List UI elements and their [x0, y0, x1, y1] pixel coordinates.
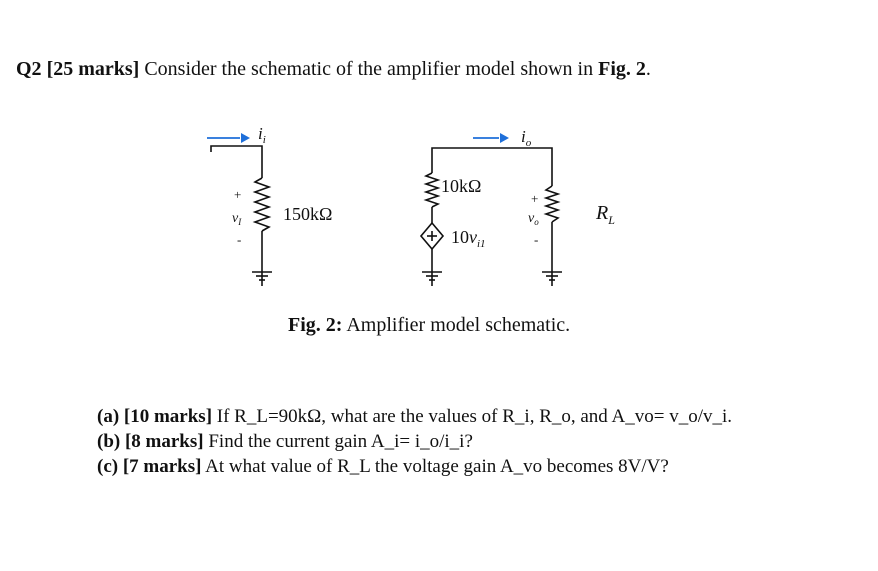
- question-end: .: [645, 58, 651, 80]
- input-plus-sign: +: [234, 187, 241, 202]
- dependent-source-icon: [419, 221, 445, 251]
- question-parts: (a) [10 marks] If R_L=90kΩ, what are the…: [97, 404, 732, 479]
- output-voltage-label: vo: [528, 211, 539, 227]
- figure-caption: Fig. 2: Amplifier model schematic.: [288, 314, 570, 337]
- output-current-label: io: [521, 127, 532, 149]
- part-a: (a) [10 marks] If R_L=90kΩ, what are the…: [97, 404, 732, 429]
- input-voltage-label: vI: [232, 211, 242, 227]
- input-resistor-label: 150kΩ: [283, 204, 332, 224]
- part-c-label: (c) [7 marks]: [97, 456, 202, 477]
- output-current-arrow: [473, 133, 509, 143]
- load-ground-icon: [542, 271, 562, 286]
- output-minus-sign: -: [534, 232, 538, 247]
- question-header: Q2 [25 marks] Consider the schematic of …: [16, 58, 651, 81]
- output-resistor-label: 10kΩ: [441, 176, 481, 196]
- output-resistor-10k: [423, 172, 441, 208]
- input-wire: [210, 145, 263, 178]
- question-number: Q2: [16, 58, 42, 80]
- output-top-wire: [431, 147, 553, 186]
- part-a-text: If R_L=90kΩ, what are the values of R_i,…: [216, 406, 733, 427]
- output-plus-sign: +: [531, 191, 538, 206]
- figure-label: Fig. 2:: [288, 314, 343, 336]
- part-b: (b) [8 marks] Find the current gain A_i=…: [97, 429, 732, 454]
- question-text: Consider the schematic of the amplifier …: [144, 58, 594, 80]
- part-a-label: (a) [10 marks]: [97, 406, 213, 427]
- part-b-text: Find the current gain A_i= i_o/i_i?: [208, 431, 473, 452]
- dependent-source-label: 10vi1: [451, 227, 486, 250]
- load-resistor: [543, 185, 561, 223]
- input-current-label: ii: [258, 124, 266, 146]
- output-ground-icon: [422, 271, 442, 286]
- input-current-arrow: [207, 133, 250, 143]
- part-b-label: (b) [8 marks]: [97, 431, 204, 452]
- question-marks: [25 marks]: [46, 58, 140, 80]
- figure-caption-text: Amplifier model schematic.: [346, 314, 571, 336]
- load-resistor-label: RL: [595, 202, 615, 227]
- figure-reference: Fig. 2: [598, 58, 646, 80]
- input-resistor-150k: [252, 177, 272, 232]
- part-c: (c) [7 marks] At what value of R_L the v…: [97, 454, 732, 479]
- part-c-text: At what value of R_L the voltage gain A_…: [205, 456, 669, 477]
- amplifier-schematic: ii + vI - 150kΩ io 10kΩ 10vi1: [207, 124, 615, 286]
- input-ground-icon: [252, 271, 272, 286]
- input-minus-sign: -: [237, 232, 241, 247]
